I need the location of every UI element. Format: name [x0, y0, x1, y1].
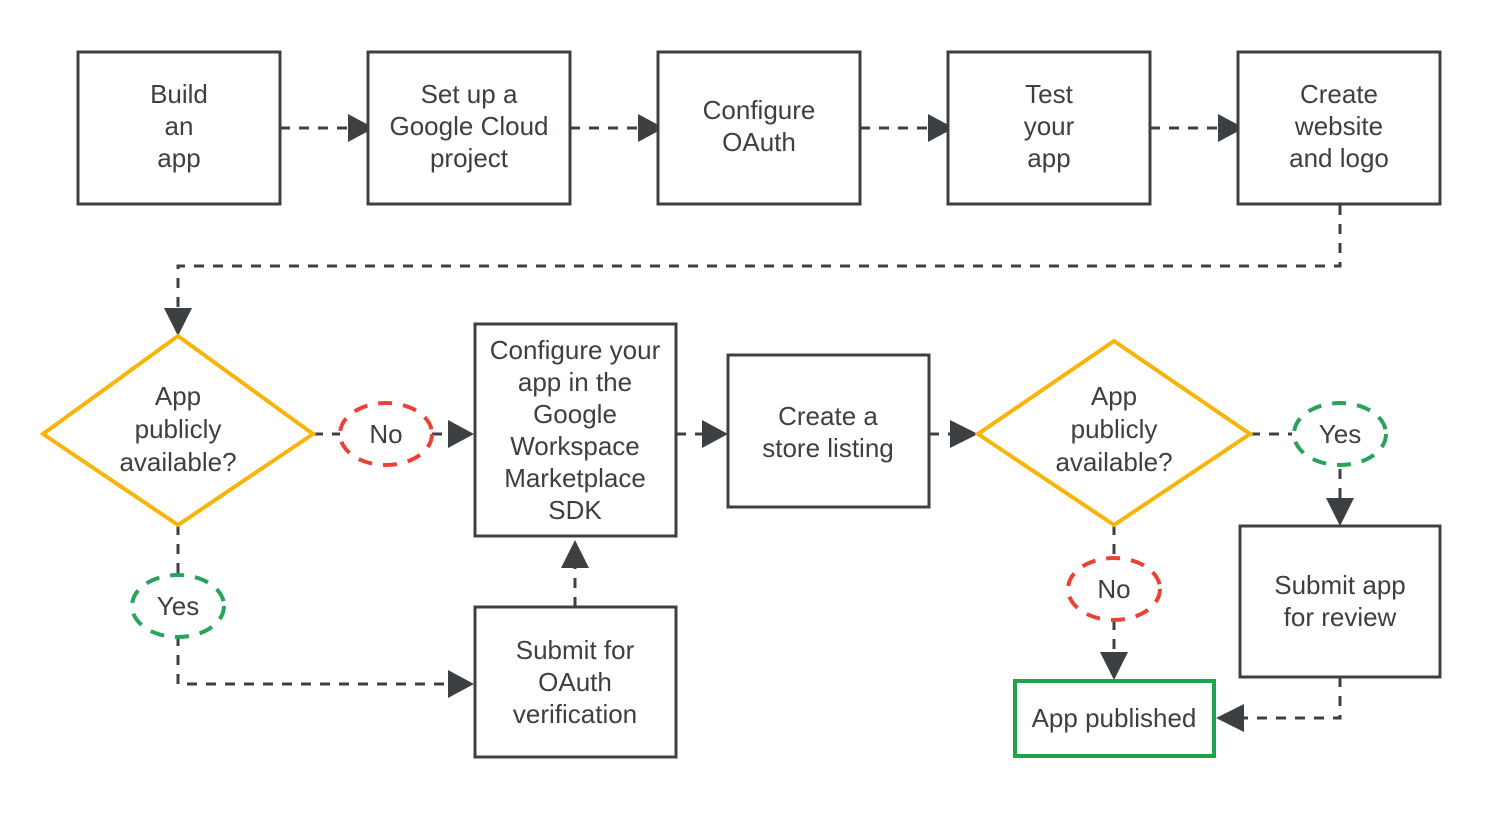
node-submit-oauth-verification-line-1: OAuth — [538, 667, 612, 697]
node-configure-sdk-line-1: app in the — [518, 367, 632, 397]
connectors — [164, 114, 1354, 732]
yes-label-ellipse-right — [1292, 401, 1388, 467]
arrowhead-no-to-app-published — [1100, 652, 1128, 680]
yes-label-text-left: Yes — [157, 591, 199, 621]
node-set-up-project-line-0: Set up a — [421, 79, 518, 109]
node-build-an-app[interactable]: Build an app — [76, 50, 282, 206]
node-build-an-app-line-1: an — [165, 111, 194, 141]
node-decision-left-line-0: App — [155, 381, 201, 411]
node-decision-left-line-2: available? — [119, 447, 236, 477]
yes-label-text-right: Yes — [1319, 419, 1361, 449]
node-submit-app-for-review-line-1: for review — [1284, 602, 1397, 632]
node-decision-left-line-1: publicly — [135, 414, 222, 444]
node-create-website-and-logo[interactable]: Create website and logo — [1236, 50, 1442, 206]
node-set-up-project-line-1: Google Cloud — [390, 111, 549, 141]
node-set-up-project-line-2: project — [430, 143, 509, 173]
node-configure-sdk-box — [473, 322, 678, 538]
node-test-your-app-line-2: app — [1027, 143, 1070, 173]
arrowhead-test-to-website — [1218, 114, 1244, 142]
edge-website-to-decision-left — [176, 205, 1342, 308]
node-app-published-line-0: App published — [1032, 703, 1197, 733]
node-configure-sdk[interactable]: Configure your app in the Google Workspa… — [473, 322, 678, 538]
node-submit-app-for-review-line-0: Submit app — [1274, 570, 1406, 600]
node-create-store-listing-box — [726, 353, 931, 509]
node-set-up-project[interactable]: Set up a Google Cloud project — [366, 50, 572, 206]
node-submit-app-for-review-box — [1238, 524, 1442, 679]
arrowhead-oauth-to-test — [928, 114, 954, 142]
node-submit-oauth-verification-box — [473, 605, 678, 759]
node-app-published[interactable]: App published — [1013, 679, 1216, 758]
node-create-store-listing[interactable]: Create a store listing — [726, 353, 931, 509]
node-decision-left-app-publicly-available[interactable]: App publicly available? — [39, 333, 317, 528]
node-build-an-app-line-2: app — [157, 143, 200, 173]
node-configure-sdk-line-3: Workspace — [510, 431, 640, 461]
edge-label-right-yes: Yes — [1292, 401, 1388, 467]
node-decision-right-app-publicly-available[interactable]: App publicly available? — [974, 338, 1254, 528]
node-submit-oauth-verification-line-2: verification — [513, 699, 637, 729]
node-test-your-app-line-1: your — [1024, 111, 1075, 141]
node-create-website-and-logo-line-0: Create — [1300, 79, 1378, 109]
arrowhead-yes-to-submit-review — [1326, 498, 1354, 526]
arrowhead-build-to-project — [348, 114, 374, 142]
node-configure-sdk-line-4: Marketplace — [504, 463, 646, 493]
node-test-your-app-box — [946, 50, 1152, 206]
node-submit-oauth-verification[interactable]: Submit for OAuth verification — [473, 605, 678, 759]
arrowhead-submit-review-to-app-published — [1216, 704, 1244, 732]
node-decision-left-shape — [39, 333, 317, 528]
node-set-up-project-box — [366, 50, 572, 206]
arrowhead-website-to-decision-left — [164, 308, 192, 336]
edge-label-left-no: No — [338, 401, 434, 467]
yes-label-ellipse-left — [130, 573, 226, 639]
node-configure-sdk-line-2: Google — [533, 399, 617, 429]
node-decision-right-line-0: App — [1091, 381, 1137, 411]
node-create-website-and-logo-line-1: website — [1294, 111, 1383, 141]
arrowhead-yes-to-oauth-verification — [448, 670, 474, 698]
no-label-text-left: No — [369, 419, 402, 449]
node-test-your-app-line-0: Test — [1025, 79, 1073, 109]
node-decision-right-line-1: publicly — [1071, 414, 1158, 444]
node-configure-sdk-line-0: Configure your — [490, 335, 661, 365]
no-label-ellipse-left — [338, 401, 434, 467]
node-decision-right-shape — [974, 338, 1254, 528]
arrowhead-project-to-oauth — [638, 114, 664, 142]
node-configure-oauth-box — [656, 50, 862, 206]
node-build-an-app-box — [76, 50, 282, 206]
node-configure-oauth-line-1: OAuth — [722, 127, 796, 157]
arrowhead-oauth-verification-to-sdk — [561, 540, 589, 568]
node-create-store-listing-line-0: Create a — [778, 401, 878, 431]
node-submit-oauth-verification-line-0: Submit for — [516, 635, 635, 665]
node-decision-right-line-2: available? — [1055, 447, 1172, 477]
node-configure-sdk-line-5: SDK — [548, 495, 602, 525]
arrowhead-no-to-sdk — [448, 420, 474, 448]
edge-yes-to-oauth-verification — [176, 636, 448, 686]
arrowhead-store-listing-to-decision-right — [950, 420, 978, 448]
node-test-your-app[interactable]: Test your app — [946, 50, 1152, 206]
edge-label-left-yes: Yes — [130, 573, 226, 639]
no-label-text-right: No — [1097, 574, 1130, 604]
node-build-an-app-line-0: Build — [150, 79, 208, 109]
node-create-website-and-logo-box — [1236, 50, 1442, 206]
node-create-store-listing-line-1: store listing — [762, 433, 894, 463]
no-label-ellipse-right — [1066, 556, 1162, 622]
node-app-published-box — [1013, 679, 1216, 758]
arrowhead-sdk-to-store-listing — [702, 420, 728, 448]
node-configure-oauth-line-0: Configure — [703, 95, 816, 125]
node-configure-oauth[interactable]: Configure OAuth — [656, 50, 862, 206]
node-create-website-and-logo-line-2: and logo — [1289, 143, 1389, 173]
edge-label-right-no: No — [1066, 556, 1162, 622]
node-submit-app-for-review[interactable]: Submit app for review — [1238, 524, 1442, 679]
edge-submit-review-to-app-published — [1244, 677, 1342, 720]
